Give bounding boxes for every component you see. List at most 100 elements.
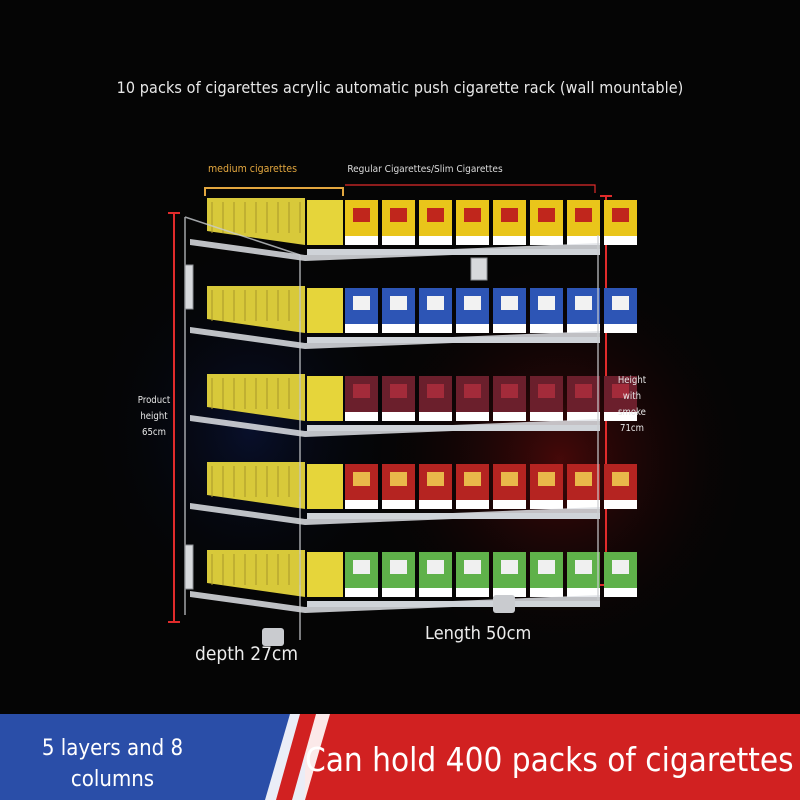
pack-bottom: [456, 412, 489, 421]
cigarette-pack: [307, 552, 343, 597]
pack-bottom: [419, 324, 452, 333]
pack-bottom: [493, 412, 526, 421]
shelf: [190, 415, 600, 437]
pack-bottom: [604, 588, 637, 597]
pack-bottom: [419, 412, 452, 421]
pack-bottom: [604, 500, 637, 509]
height-with-smoke-label: Height with smoke 71cm: [617, 375, 647, 434]
pack-logo: [464, 208, 481, 222]
pack-bottom: [382, 588, 415, 597]
pack-bottom: [530, 324, 563, 333]
pack-logo: [353, 296, 370, 310]
rack-feet: [262, 595, 515, 646]
pack-bottom: [419, 500, 452, 509]
price-strip: [307, 249, 600, 255]
pack-bottom: [530, 412, 563, 421]
pack-bottom: [567, 324, 600, 333]
regular-cigarettes-label: Regular Cigarettes/Slim Cigarettes: [347, 164, 503, 175]
medium-cigarettes-label: medium cigarettes: [207, 163, 298, 175]
pack-logo: [612, 296, 629, 310]
pack-bottom: [530, 500, 563, 509]
pack-bottom: [530, 236, 563, 245]
pack-logo: [390, 296, 407, 310]
pack-logo: [538, 560, 555, 574]
pack-logo: [575, 472, 592, 486]
pack-logo: [575, 560, 592, 574]
pack-logo: [353, 472, 370, 486]
pack-logo: [427, 472, 444, 486]
rack-layers: [190, 198, 637, 613]
rack-layer: [190, 286, 637, 349]
pack-logo: [501, 472, 518, 486]
price-strip: [307, 337, 600, 343]
pack-bottom: [456, 588, 489, 597]
cigarette-pack: [307, 464, 343, 509]
pack-logo: [464, 560, 481, 574]
pack-logo: [612, 560, 629, 574]
pack-bottom: [604, 412, 637, 421]
pack-logo: [427, 560, 444, 574]
product-height-label: Product height 65cm: [137, 395, 171, 438]
pack-logo: [612, 472, 629, 486]
pack-logo: [575, 296, 592, 310]
pack-logo: [575, 384, 592, 398]
pack-bottom: [419, 236, 452, 245]
pack-logo: [538, 296, 555, 310]
pack-bottom: [604, 324, 637, 333]
pack-bottom: [604, 236, 637, 245]
pack-logo: [390, 472, 407, 486]
pack-logo: [538, 384, 555, 398]
shelf: [190, 239, 600, 261]
price-strip: [307, 425, 600, 431]
pack-logo: [427, 208, 444, 222]
pack-logo: [390, 560, 407, 574]
rack-layer: [190, 198, 637, 261]
pack-bottom: [345, 588, 378, 597]
pack-logo: [538, 472, 555, 486]
pack-logo: [390, 208, 407, 222]
shelf: [190, 503, 600, 525]
pack-logo: [538, 208, 555, 222]
pack-logo: [353, 384, 370, 398]
pack-bottom: [456, 236, 489, 245]
pack-bottom: [567, 500, 600, 509]
pack-bottom: [456, 324, 489, 333]
pack-logo: [501, 296, 518, 310]
pack-bottom: [567, 588, 600, 597]
cigarette-pack: [307, 376, 343, 421]
pack-bottom: [493, 588, 526, 597]
pack-bottom: [493, 500, 526, 509]
length-label: Length 50cm: [425, 623, 532, 644]
cigarette-pack: [307, 288, 343, 333]
depth-label: depth 27cm: [195, 643, 298, 665]
price-strip: [307, 513, 600, 519]
pack-logo: [612, 208, 629, 222]
pack-logo: [353, 560, 370, 574]
cigarette-pack: [307, 200, 343, 245]
pack-logo: [464, 384, 481, 398]
pack-bottom: [382, 412, 415, 421]
rack-layer: [190, 462, 637, 525]
page-title: 10 packs of cigarettes acrylic automatic…: [116, 78, 684, 97]
rack-layer: [190, 550, 637, 613]
pack-bottom: [567, 412, 600, 421]
pack-logo: [501, 384, 518, 398]
pack-logo: [501, 560, 518, 574]
capacity-text: Can hold 400 packs of cigarettes: [305, 740, 794, 779]
pack-logo: [612, 384, 629, 398]
pack-logo: [427, 296, 444, 310]
pack-bottom: [493, 236, 526, 245]
layers-columns-text: 5 layers and 8 columns: [41, 736, 184, 792]
pack-bottom: [382, 324, 415, 333]
pack-bottom: [530, 588, 563, 597]
pack-bottom: [382, 500, 415, 509]
pack-bottom: [382, 236, 415, 245]
pack-bottom: [345, 412, 378, 421]
shelf: [190, 591, 600, 613]
shelf: [190, 327, 600, 349]
pack-logo: [464, 296, 481, 310]
pack-logo: [501, 208, 518, 222]
